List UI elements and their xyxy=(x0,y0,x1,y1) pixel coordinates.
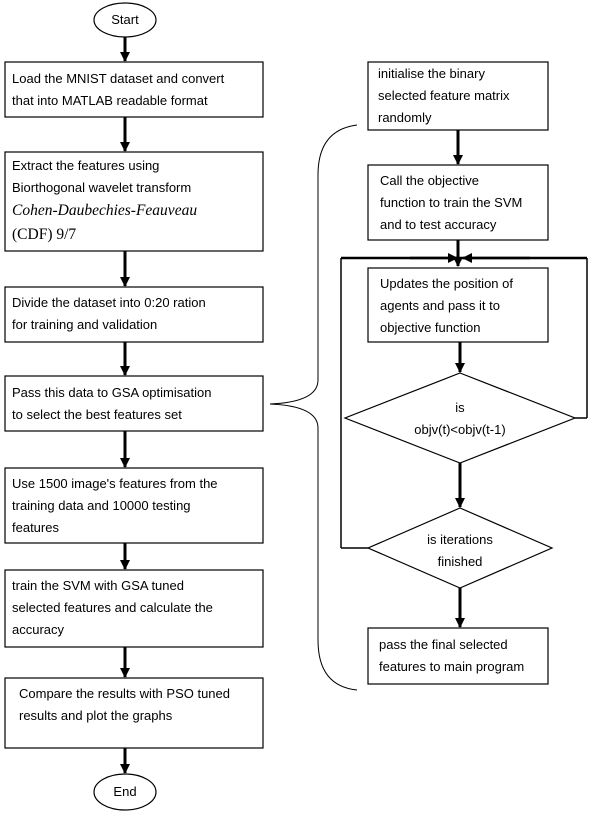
gsa-step-2-box xyxy=(367,164,549,241)
wavelet-suffix: (CDF) 9/7 xyxy=(12,226,77,243)
main-step-2-text: Extract the features using Biorthogonal … xyxy=(12,155,258,247)
main-step-6-line-2: selected features and calculate the xyxy=(12,600,213,615)
main-step-1-line-1: Load the MNIST dataset and convert xyxy=(12,71,225,86)
expansion-brace xyxy=(269,124,358,691)
end-terminator xyxy=(93,773,157,811)
main-step-5-line-1: Use 1500 image's features from the xyxy=(12,476,218,491)
main-step-6-line-1: train the SVM with GSA tuned xyxy=(12,578,184,593)
main-step-4-text: Pass this data to GSA optimisation to se… xyxy=(12,382,258,426)
gsa-flow-arrows xyxy=(453,130,465,628)
end-label: End xyxy=(113,784,137,799)
main-step-6-box xyxy=(4,569,264,648)
main-step-5-line-3: features xyxy=(12,520,59,535)
gsa-step-1-line-1: initialise the binary xyxy=(378,66,485,81)
gsa-step-4-line-1: pass the final selected xyxy=(379,637,508,652)
main-step-7-line-2: results and plot the graphs xyxy=(19,708,173,723)
main-step-3-text: Divide the dataset into 0:20 ration for … xyxy=(12,292,258,336)
main-step-5-line-2: training data and 10000 testing xyxy=(12,498,191,513)
main-step-4-line-1: Pass this data to GSA optimisation xyxy=(12,385,212,400)
main-step-7-box xyxy=(4,677,264,749)
main-step-5-box xyxy=(4,467,264,544)
gsa-step-4-text: pass the final selected features to main… xyxy=(379,634,546,678)
main-step-6-line-3: accuracy xyxy=(12,622,65,637)
gsa-step-1-line-2: selected feature matrix xyxy=(378,88,510,103)
main-step-3-line-2: for training and validation xyxy=(12,317,158,332)
main-step-2-box xyxy=(4,151,264,252)
main-step-4-line-2: to select the best features set xyxy=(12,407,182,422)
decision-objective-line-1: is xyxy=(455,400,465,415)
decision-objective-line-2: objv(t)<objv(t-1) xyxy=(414,422,506,437)
gsa-step-2-line-1: Call the objective xyxy=(380,173,479,188)
gsa-step-3-box xyxy=(367,267,549,343)
main-step-3-line-1: Divide the dataset into 0:20 ration xyxy=(12,295,206,310)
main-step-1-box xyxy=(4,61,264,118)
gsa-step-3-text: Updates the position of agents and pass … xyxy=(380,273,546,339)
main-step-1-line-2: that into MATLAB readable format xyxy=(12,93,208,108)
main-step-2-line-2: Biorthogonal wavelet transform xyxy=(12,180,192,195)
loop-lines xyxy=(340,253,588,549)
gsa-step-4-line-2: features to main program xyxy=(379,659,525,674)
decision-iterations-line-1: is iterations xyxy=(427,532,493,547)
main-step-5-text: Use 1500 image's features from the train… xyxy=(12,473,258,539)
main-step-7-line-1: Compare the results with PSO tuned xyxy=(19,686,230,701)
main-step-4-box xyxy=(4,375,264,432)
gsa-step-3-line-2: agents and pass it to xyxy=(380,298,500,313)
gsa-step-1-box xyxy=(367,61,549,131)
gsa-step-2-line-3: and to test accuracy xyxy=(380,217,497,232)
gsa-step-4-box xyxy=(367,627,549,685)
gsa-step-3-line-3: objective function xyxy=(380,320,481,335)
main-step-1-text: Load the MNIST dataset and convert that … xyxy=(12,68,258,112)
gsa-step-3-line-1: Updates the position of xyxy=(380,276,513,291)
gsa-step-2-text: Call the objective function to train the… xyxy=(380,170,546,236)
decision-iterations-text: is iterations finished xyxy=(390,529,530,573)
gsa-step-2-line-2: function to train the SVM xyxy=(380,195,523,210)
decision-objective-text: is objv(t)<objv(t-1) xyxy=(370,397,550,441)
gsa-step-1-line-3: randomly xyxy=(378,110,432,125)
main-step-2-line-1: Extract the features using xyxy=(12,158,160,173)
main-step-3-box xyxy=(4,286,264,343)
decision-iterations-line-2: finished xyxy=(437,554,483,569)
wavelet-name: Cohen-Daubechies-Feauveau xyxy=(12,202,198,219)
main-step-6-text: train the SVM with GSA tuned selected fe… xyxy=(12,575,258,641)
gsa-step-1-text: initialise the binary selected feature m… xyxy=(378,63,546,129)
start-label: Start xyxy=(111,12,139,27)
main-step-7-text: Compare the results with PSO tuned resul… xyxy=(19,683,259,727)
